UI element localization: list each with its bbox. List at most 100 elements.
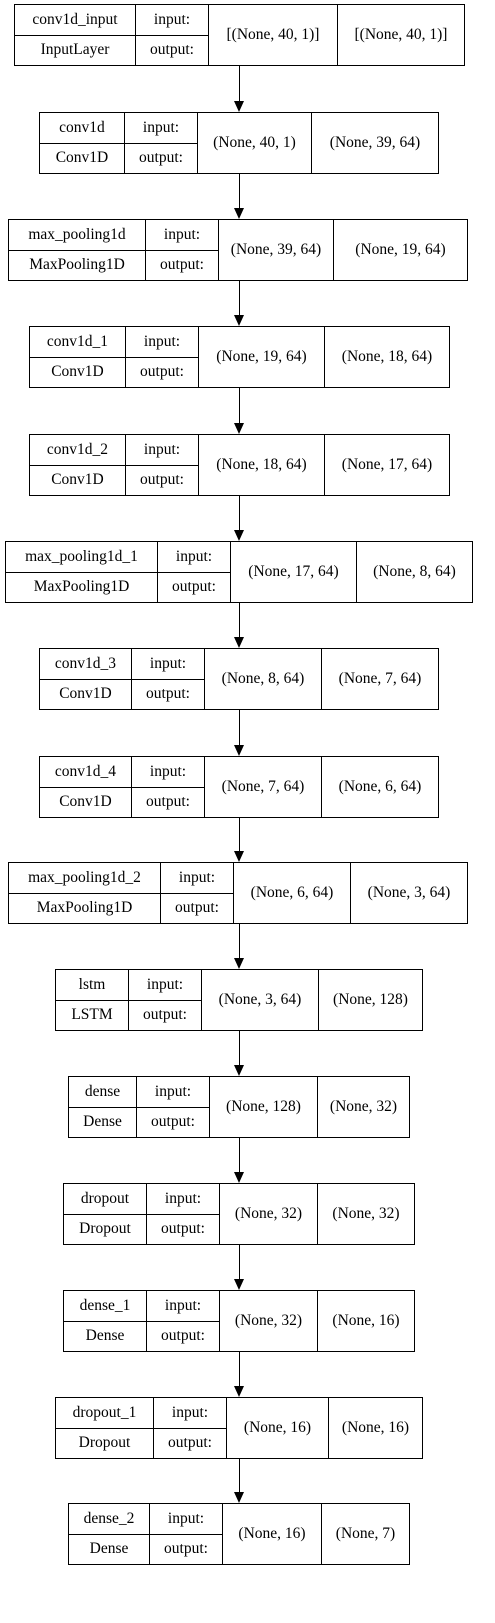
- layer-name: lstm: [56, 970, 128, 1001]
- port-label-cell: input:output:: [136, 5, 209, 65]
- arrow-down-icon: [234, 208, 244, 219]
- layer-name: dense_1: [64, 1291, 146, 1322]
- layer-name: dense: [69, 1077, 136, 1108]
- output-shape: (None, 3, 64): [367, 884, 451, 901]
- input-shape: (None, 19, 64): [199, 327, 325, 387]
- input-port-label: input:: [161, 863, 233, 894]
- layer-type: Dropout: [78, 1434, 131, 1452]
- input-port-label: input:: [126, 435, 198, 466]
- input-shape: (None, 16): [223, 1504, 322, 1564]
- arrow-down-icon: [234, 101, 244, 112]
- output-port-label: output:: [164, 1540, 208, 1558]
- input-port-label: input:: [126, 327, 198, 358]
- port-label-cell: input:output:: [147, 1291, 220, 1351]
- output-port-label: output:: [140, 471, 184, 489]
- output-port-label: output:: [151, 1113, 195, 1131]
- output-shape: (None, 6, 64): [338, 778, 422, 795]
- connector-line: [238, 174, 240, 209]
- layer-type: LSTM: [71, 1006, 113, 1024]
- layer-name: dropout: [64, 1184, 146, 1215]
- layer-type: MaxPooling1D: [36, 899, 133, 917]
- port-label-cell: input: output:: [158, 542, 231, 602]
- port-label-cell: input:output:: [161, 863, 234, 923]
- port-label-cell: input: output:: [132, 649, 205, 709]
- input-port-label: input:: [129, 970, 201, 1001]
- port-label-cell: input: output:: [154, 1398, 227, 1458]
- input-shape: (None, 39, 64): [219, 220, 334, 280]
- arrow-down-icon: [234, 745, 244, 756]
- layer-name: conv1d: [40, 113, 124, 144]
- layer-name: conv1d_1: [30, 327, 125, 358]
- output-port-label: output:: [150, 41, 194, 59]
- port-label-cell: input:output:: [126, 327, 199, 387]
- output-port-label: output:: [139, 149, 183, 167]
- layer-name: conv1d_2: [30, 435, 125, 466]
- layer-name: max_pooling1d_2: [9, 863, 160, 894]
- input-port-label: input:: [146, 220, 218, 251]
- output-shape: (None, 8, 64): [373, 563, 456, 580]
- layer-type: Conv1D: [59, 685, 112, 703]
- input-port-label: input:: [158, 542, 230, 573]
- input-shape: (None, 40, 1): [198, 113, 312, 173]
- arrow-down-icon: [234, 1386, 244, 1397]
- output-port-label: output:: [172, 578, 216, 596]
- arrow-down-icon: [234, 958, 244, 969]
- arrow-down-icon: [234, 423, 244, 434]
- port-label-cell: input:output:: [137, 1077, 210, 1137]
- layer-type: InputLayer: [40, 41, 110, 59]
- input-port-label: input:: [132, 649, 204, 680]
- output-port-label: output:: [146, 685, 190, 703]
- arrow-down-icon: [234, 1172, 244, 1183]
- output-shape: (None, 16): [341, 1419, 410, 1436]
- layer-type: MaxPooling1D: [29, 256, 125, 274]
- connector-line: [238, 710, 240, 746]
- port-label-cell: input:output:: [147, 1184, 220, 1244]
- input-shape: (None, 18, 64): [199, 435, 325, 495]
- layer-type: Conv1D: [51, 471, 104, 489]
- input-port-label: input:: [147, 1184, 219, 1215]
- layer-type: Dense: [89, 1540, 129, 1558]
- layer-type: Dropout: [79, 1220, 131, 1238]
- output-shape: (None, 18, 64): [341, 348, 433, 365]
- input-port-label: input:: [150, 1504, 222, 1535]
- output-shape: (None, 7): [335, 1525, 396, 1542]
- output-shape: [(None, 40, 1)]: [354, 26, 448, 43]
- layer-name: dense_2: [69, 1504, 149, 1535]
- port-label-cell: input:output:: [125, 113, 198, 173]
- input-shape: (None, 16): [227, 1398, 329, 1458]
- output-port-label: output:: [160, 256, 204, 274]
- layer-type: Dense: [83, 1113, 122, 1131]
- layer-type: Conv1D: [55, 149, 109, 167]
- port-label-cell: input: output:: [146, 220, 219, 280]
- arrow-down-icon: [234, 530, 244, 541]
- input-shape: (None, 8, 64): [205, 649, 322, 709]
- layer-name: max_pooling1d_1: [6, 542, 157, 573]
- connector-line: [238, 1459, 240, 1493]
- input-shape: [(None, 40, 1)]: [209, 5, 338, 65]
- input-port-label: input:: [147, 1291, 219, 1322]
- output-port-label: output:: [168, 1434, 212, 1452]
- connector-line: [238, 603, 240, 638]
- port-label-cell: input:output:: [132, 757, 205, 817]
- connector-line: [238, 388, 240, 424]
- input-port-label: input:: [154, 1398, 226, 1429]
